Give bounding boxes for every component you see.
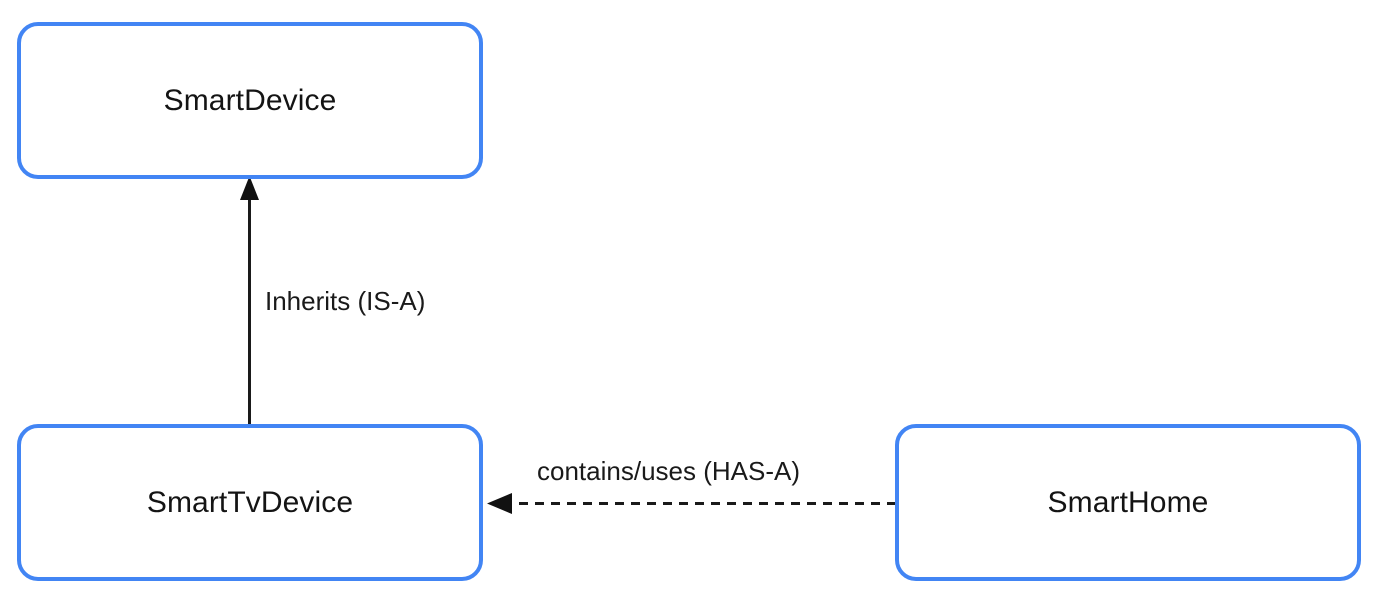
class-node-label: SmartHome bbox=[1047, 485, 1209, 519]
edge-label-inherits: Inherits (IS-A) bbox=[265, 286, 426, 316]
class-node-smart-device[interactable]: SmartDevice bbox=[17, 22, 483, 179]
class-node-smart-tv-device[interactable]: SmartTvDevice bbox=[17, 424, 483, 581]
inherits-arrowhead-icon bbox=[240, 176, 259, 200]
class-node-smart-home[interactable]: SmartHome bbox=[895, 424, 1361, 581]
class-node-label: SmartTvDevice bbox=[146, 485, 354, 519]
contains-arrowhead-icon bbox=[487, 493, 512, 514]
class-node-label: SmartDevice bbox=[163, 83, 337, 117]
edge-label-contains: contains/uses (HAS-A) bbox=[537, 456, 800, 486]
edge-inherits bbox=[240, 176, 259, 424]
edge-contains bbox=[487, 493, 896, 514]
